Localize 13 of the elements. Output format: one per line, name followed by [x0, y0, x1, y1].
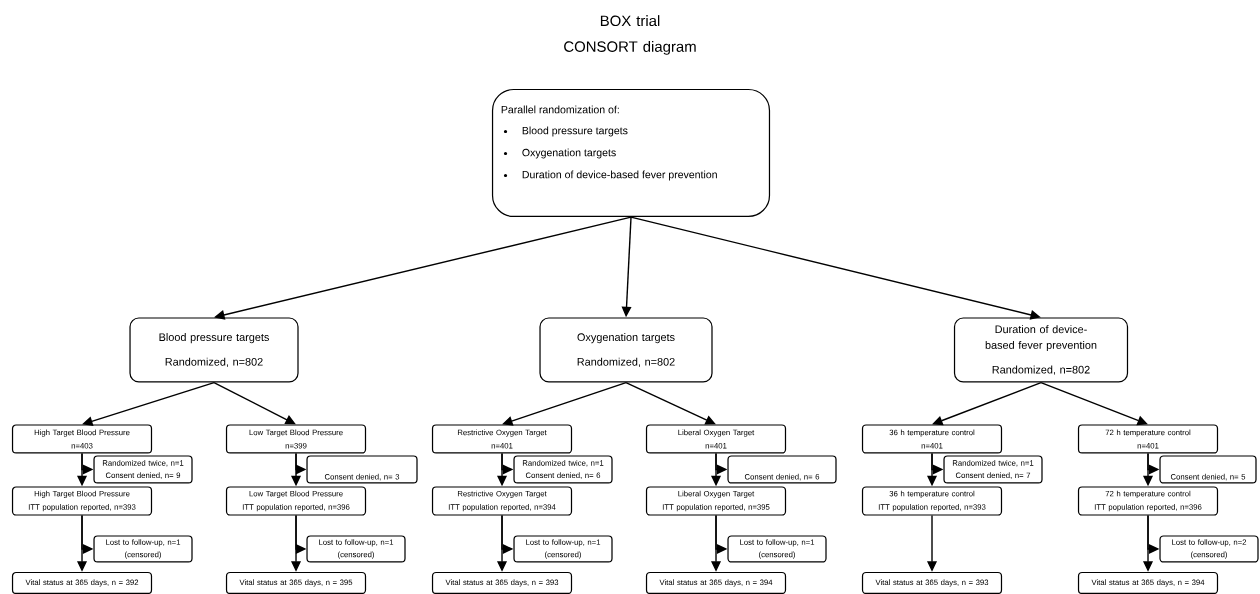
randomization-box: Parallel randomization of: Blood pressure targets Oxygenation targets Duration of device-based fever prevention [491, 88, 771, 218]
arrow [1040, 381, 1148, 426]
arrow [625, 381, 716, 425]
arrow [932, 381, 1042, 426]
group-box: Duration of device-based fever prevention Randomized, n=802 [953, 317, 1129, 383]
arrow [82, 381, 215, 426]
arrow [213, 381, 296, 425]
group-box: Blood pressure targets Randomized, n=802 [129, 317, 299, 383]
arrow [502, 381, 627, 426]
arrow [214, 216, 632, 320]
arrow [630, 216, 1041, 320]
group-box: Oxygenation targets Randomized, n=802 [539, 317, 713, 383]
title: BOX trial CONSORT diagram [564, 15, 696, 55]
